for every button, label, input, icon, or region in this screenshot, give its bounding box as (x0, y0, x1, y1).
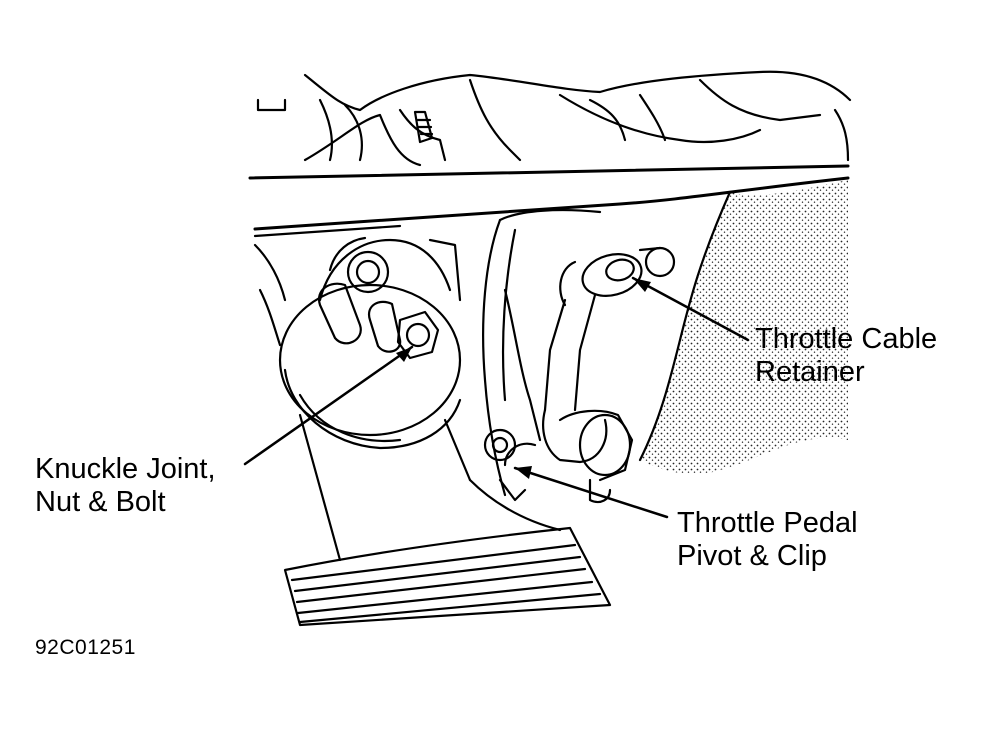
arrowhead-cable-retainer (633, 278, 651, 292)
callout-line: Nut & Bolt (35, 486, 166, 518)
bulkhead-texture (638, 180, 848, 475)
figure-id: 92C01251 (35, 636, 136, 659)
pedal-pad (283, 526, 612, 627)
callout-throttle-pedal-pivot: Throttle Pedal Pivot & Clip (677, 507, 858, 573)
callout-knuckle-joint: Knuckle Joint, Nut & Bolt (35, 453, 216, 519)
callout-line: Retainer (755, 356, 865, 388)
callout-line: Pivot & Clip (677, 540, 827, 572)
callout-line: Throttle Cable (755, 323, 938, 355)
booster-assembly (253, 236, 472, 562)
callout-line: Knuckle Joint, (35, 453, 216, 485)
throttle-pedal-arm (468, 209, 676, 532)
callout-line: Throttle Pedal (677, 507, 858, 539)
firewall-bar (248, 164, 850, 238)
arrowhead-pedal-pivot (515, 466, 532, 479)
leader-lines (243, 276, 750, 519)
callout-throttle-cable-retainer: Throttle Cable Retainer (755, 323, 937, 389)
arrowhead-knuckle-joint (396, 347, 412, 362)
upper-body-panel (256, 70, 852, 167)
